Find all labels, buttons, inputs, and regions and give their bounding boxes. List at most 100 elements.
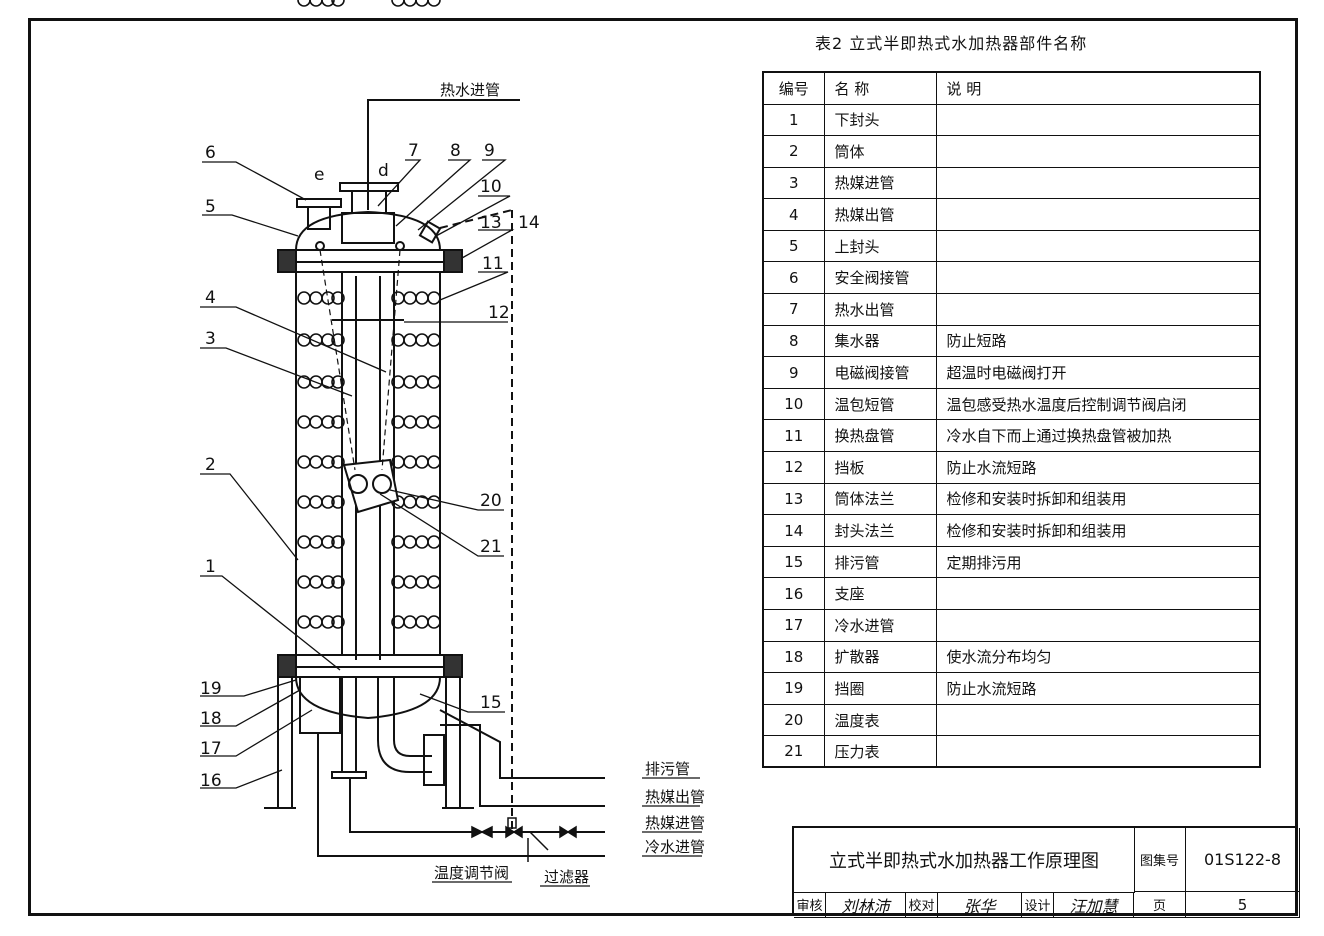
part-description: 超温时电磁阀打开	[935, 356, 1261, 389]
part-name: 封头法兰	[823, 514, 937, 547]
table-header-row: 编号 名 称 说 明	[762, 71, 1261, 105]
part-description	[935, 261, 1261, 295]
part-description	[935, 166, 1261, 200]
part-name: 上封头	[823, 229, 937, 263]
row-number: 7	[762, 293, 825, 326]
row-number: 2	[762, 135, 825, 168]
part-description	[935, 735, 1261, 768]
label-hot-water-inlet: 热水进管	[440, 81, 500, 99]
cold-in-line	[317, 733, 605, 857]
gauge-box	[342, 458, 400, 514]
part-name: 筒体	[823, 135, 937, 168]
label-17: 17	[200, 739, 222, 759]
part-name: 集水器	[823, 324, 937, 358]
check-label: 校对	[906, 892, 938, 918]
row-number: 8	[762, 324, 825, 358]
label-13: 13	[480, 213, 502, 233]
part-name: 热媒出管	[823, 198, 937, 231]
atlas-no-label: 图集号	[1134, 828, 1186, 892]
label-8: 8	[450, 141, 461, 161]
drawing-title: 立式半即热式水加热器工作原理图	[794, 828, 1135, 893]
part-description: 防止水流短路	[935, 451, 1261, 484]
label-21: 21	[480, 537, 502, 557]
label-16: 16	[200, 771, 222, 791]
label-9: 9	[484, 141, 495, 161]
part-name: 下封头	[823, 103, 937, 137]
part-description	[935, 609, 1261, 642]
part-description: 防止短路	[935, 324, 1261, 358]
label-7: 7	[408, 141, 419, 161]
row-number: 6	[762, 261, 825, 295]
sensor-left	[315, 241, 325, 251]
diffuser	[299, 676, 341, 734]
part-name: 热水出管	[823, 293, 937, 326]
page-label: 页	[1134, 892, 1186, 918]
row-number: 5	[762, 229, 825, 263]
label-2: 2	[205, 455, 216, 475]
bottom-flange	[277, 654, 463, 668]
row-number: 19	[762, 672, 825, 705]
bottom-flange-lower	[277, 666, 463, 678]
part-description: 检修和安装时拆卸和组装用	[935, 482, 1261, 516]
heat-exchange-coils	[297, 0, 441, 629]
part-description: 检修和安装时拆卸和组装用	[935, 514, 1261, 547]
row-number: 3	[762, 166, 825, 200]
row-number: 21	[762, 735, 825, 768]
row-number: 15	[762, 545, 825, 579]
part-name: 温包短管	[823, 387, 937, 421]
part-name: 排污管	[823, 545, 937, 579]
part-description	[935, 198, 1261, 231]
drain-line	[439, 709, 605, 779]
part-description: 温包感受热水温度后控制调节阀启闭	[935, 387, 1261, 421]
part-description: 使水流分布均匀	[935, 640, 1261, 674]
label-6: 6	[205, 143, 216, 163]
flange-bolt-left	[277, 249, 297, 273]
review-signature: 刘林沛	[826, 892, 906, 918]
label-1: 1	[205, 557, 216, 577]
part-name: 安全阀接管	[823, 261, 937, 295]
label-12: 12	[488, 303, 510, 323]
label-heat-medium-inlet: 热媒进管	[645, 814, 705, 832]
drawing-frame	[28, 18, 1298, 916]
bottom-bolt-left	[277, 654, 297, 678]
label-4: 4	[205, 288, 216, 308]
header-name: 名 称	[823, 71, 937, 105]
part-name: 换热盘管	[823, 419, 937, 453]
label-15: 15	[480, 693, 502, 713]
flange-bolt-right	[443, 249, 463, 273]
label-d: d	[378, 161, 389, 181]
row-number: 1	[762, 103, 825, 137]
label-e: e	[314, 165, 324, 185]
table-title: 表2 立式半即热式水加热器部件名称	[815, 34, 1088, 53]
part-description	[935, 103, 1261, 137]
part-description	[935, 577, 1261, 610]
upper-head	[295, 210, 441, 251]
row-number: 13	[762, 482, 825, 516]
heat-out-line	[440, 724, 605, 807]
design-signature: 汪加慧	[1054, 892, 1134, 918]
atlas-no: 01S122-8	[1186, 828, 1300, 892]
label-10: 10	[480, 177, 502, 197]
row-number: 20	[762, 703, 825, 737]
row-number: 16	[762, 577, 825, 610]
label-20: 20	[480, 491, 502, 511]
part-name: 热媒进管	[823, 166, 937, 200]
row-number: 9	[762, 356, 825, 389]
page-number: 5	[1186, 892, 1300, 918]
part-name: 筒体法兰	[823, 482, 937, 516]
part-description	[935, 229, 1261, 263]
row-number: 14	[762, 514, 825, 547]
nozzle-e-flange	[296, 198, 342, 208]
